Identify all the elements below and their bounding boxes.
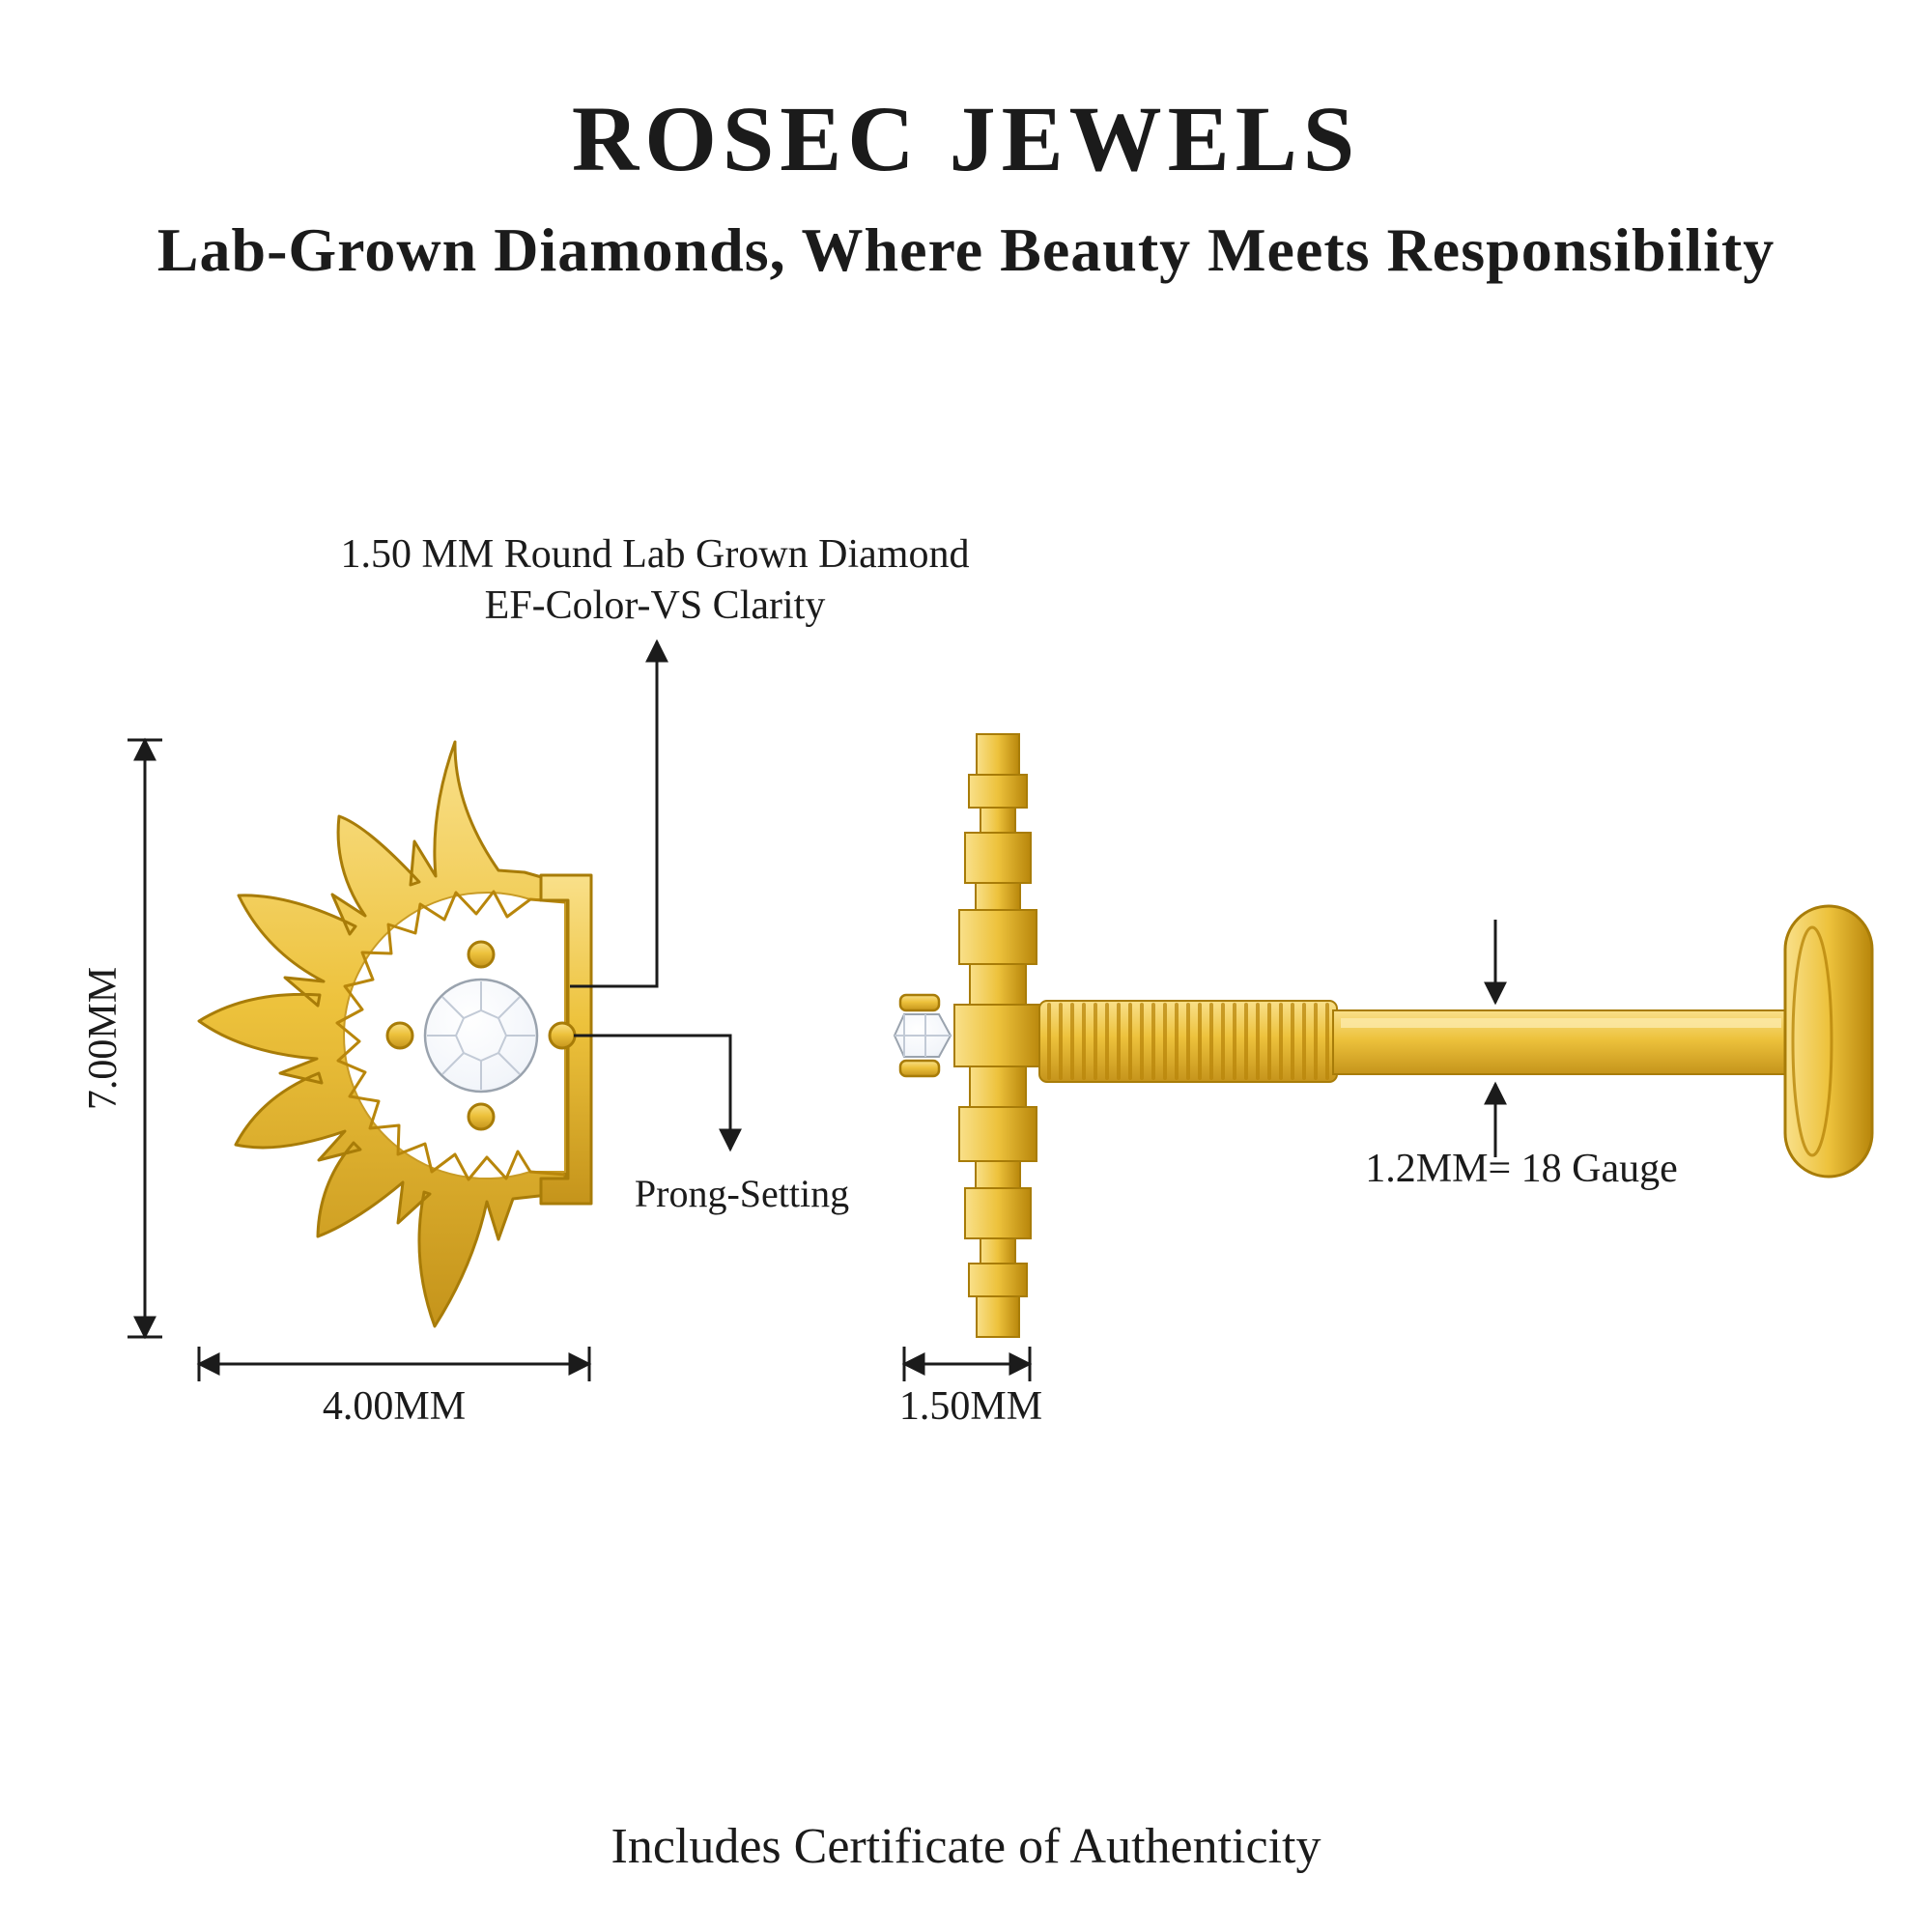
back-disc-rim — [1791, 925, 1833, 1157]
height-dimension-ticks — [128, 738, 162, 1339]
sun-zigzag-edge — [335, 890, 566, 1181]
diamond-facets — [427, 981, 535, 1090]
height-dimension-label: 7.00MM — [81, 966, 126, 1111]
prong-top — [467, 940, 496, 969]
flat-back-disc — [1783, 904, 1874, 1179]
prong-bottom — [467, 1102, 496, 1131]
side-diamond-facets — [895, 1014, 951, 1057]
sun-earring-front-view — [197, 740, 593, 1328]
diamond-side-profile — [893, 993, 952, 1078]
prong-right — [548, 1021, 577, 1050]
diamond-spec-line1: 1.50 MM Round Lab Grown Diamond — [340, 532, 970, 577]
brand-title: ROSEC JEWELS — [571, 87, 1361, 190]
diamond-callout-line — [570, 639, 668, 988]
prong-left — [385, 1021, 414, 1050]
dimension-annotations — [128, 639, 1507, 1381]
post-gauge-label: 1.2MM= 18 Gauge — [1365, 1147, 1678, 1191]
earring-side-view — [893, 733, 1874, 1338]
side-prong-bottom — [898, 1059, 941, 1078]
post-bar-highlight — [1341, 1018, 1781, 1028]
prong-callout-line — [574, 1034, 742, 1152]
thread-ribs — [1047, 1003, 1329, 1080]
diamond-spec-line2: EF-Color-VS Clarity — [484, 582, 826, 628]
sun-disc-profile — [953, 733, 1042, 1338]
brand-tagline: Lab-Grown Diamonds, Where Beauty Meets R… — [156, 215, 1776, 284]
diamond-spec-callout: 1.50 MM Round Lab Grown Diamond EF-Color… — [269, 529, 1041, 631]
side-prong-top — [898, 993, 941, 1012]
width-dimension-label: 4.00MM — [322, 1384, 467, 1429]
prong-setting-label: Prong-Setting — [634, 1172, 850, 1215]
sun-bracket-frame — [539, 873, 593, 1206]
certificate-note: Includes Certificate of Authenticity — [611, 1819, 1321, 1874]
width-dimension-ticks — [197, 1347, 591, 1381]
thickness-dimension-label: 1.50MM — [898, 1384, 1043, 1429]
thickness-dimension-ticks — [902, 1347, 1032, 1381]
